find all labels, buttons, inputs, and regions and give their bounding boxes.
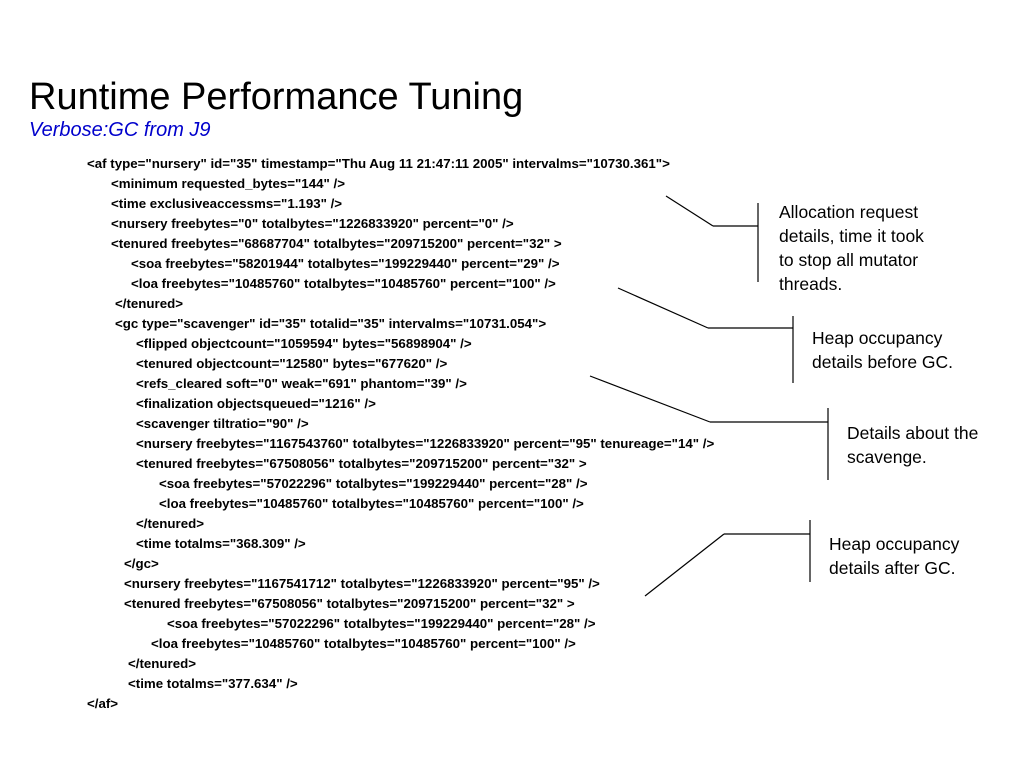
- callout-heap-before-gc: Heap occupancy details before GC.: [812, 328, 954, 372]
- callout-allocation-details: Allocation request details, time it took…: [779, 202, 924, 294]
- code-line: <refs_cleared soft="0" weak="691" phanto…: [136, 376, 467, 391]
- code-line: </tenured>: [115, 296, 183, 311]
- code-line: <time exclusiveaccessms="1.193" />: [111, 196, 343, 211]
- code-line: <finalization objectsqueued="1216" />: [136, 396, 376, 411]
- code-line: <loa freebytes="10485760" totalbytes="10…: [131, 276, 556, 291]
- code-line: <time totalms="377.634" />: [128, 676, 298, 691]
- code-line: <soa freebytes="57022296" totalbytes="19…: [167, 616, 596, 631]
- code-line: </tenured>: [136, 516, 204, 531]
- code-line: <tenured freebytes="68687704" totalbytes…: [111, 236, 562, 251]
- code-line: <time totalms="368.309" />: [136, 536, 306, 551]
- callout-connector-allocation: [665, 195, 759, 282]
- code-line: <minimum requested_bytes="144" />: [111, 176, 345, 191]
- callout-connector-scavenge: [589, 375, 829, 480]
- code-line: <tenured freebytes="67508056" totalbytes…: [124, 596, 575, 611]
- code-line: <scavenger tiltratio="90" />: [136, 416, 309, 431]
- code-line: <gc type="scavenger" id="35" totalid="35…: [115, 316, 547, 331]
- code-line: <soa freebytes="58201944" totalbytes="19…: [131, 256, 560, 271]
- code-line: <af type="nursery" id="35" timestamp="Th…: [87, 156, 670, 171]
- code-line: <tenured objectcount="12580" bytes="6776…: [136, 356, 448, 371]
- code-line: <nursery freebytes="1167543760" totalbyt…: [136, 436, 715, 451]
- code-line: <loa freebytes="10485760" totalbytes="10…: [159, 496, 584, 511]
- code-line: <nursery freebytes="1167541712" totalbyt…: [124, 576, 600, 591]
- slide-subtitle: Verbose:GC from J9: [29, 119, 211, 141]
- code-line: </gc>: [124, 556, 159, 571]
- code-line: <nursery freebytes="0" totalbytes="12268…: [111, 216, 514, 231]
- slide-title: Runtime Performance Tuning: [29, 76, 524, 118]
- code-line: </tenured>: [128, 656, 196, 671]
- code-line: <tenured freebytes="67508056" totalbytes…: [136, 456, 587, 471]
- callout-scavenge-details: Details about the scavenge.: [847, 423, 979, 467]
- code-line: </af>: [87, 696, 119, 711]
- code-line: <flipped objectcount="1059594" bytes="56…: [136, 336, 472, 351]
- callout-connector-after-gc: [644, 520, 811, 597]
- code-line: <loa freebytes="10485760" totalbytes="10…: [151, 636, 576, 651]
- callout-heap-after-gc: Heap occupancy details after GC.: [829, 534, 960, 578]
- code-line: <soa freebytes="57022296" totalbytes="19…: [159, 476, 588, 491]
- callout-connector-before-gc: [617, 287, 794, 383]
